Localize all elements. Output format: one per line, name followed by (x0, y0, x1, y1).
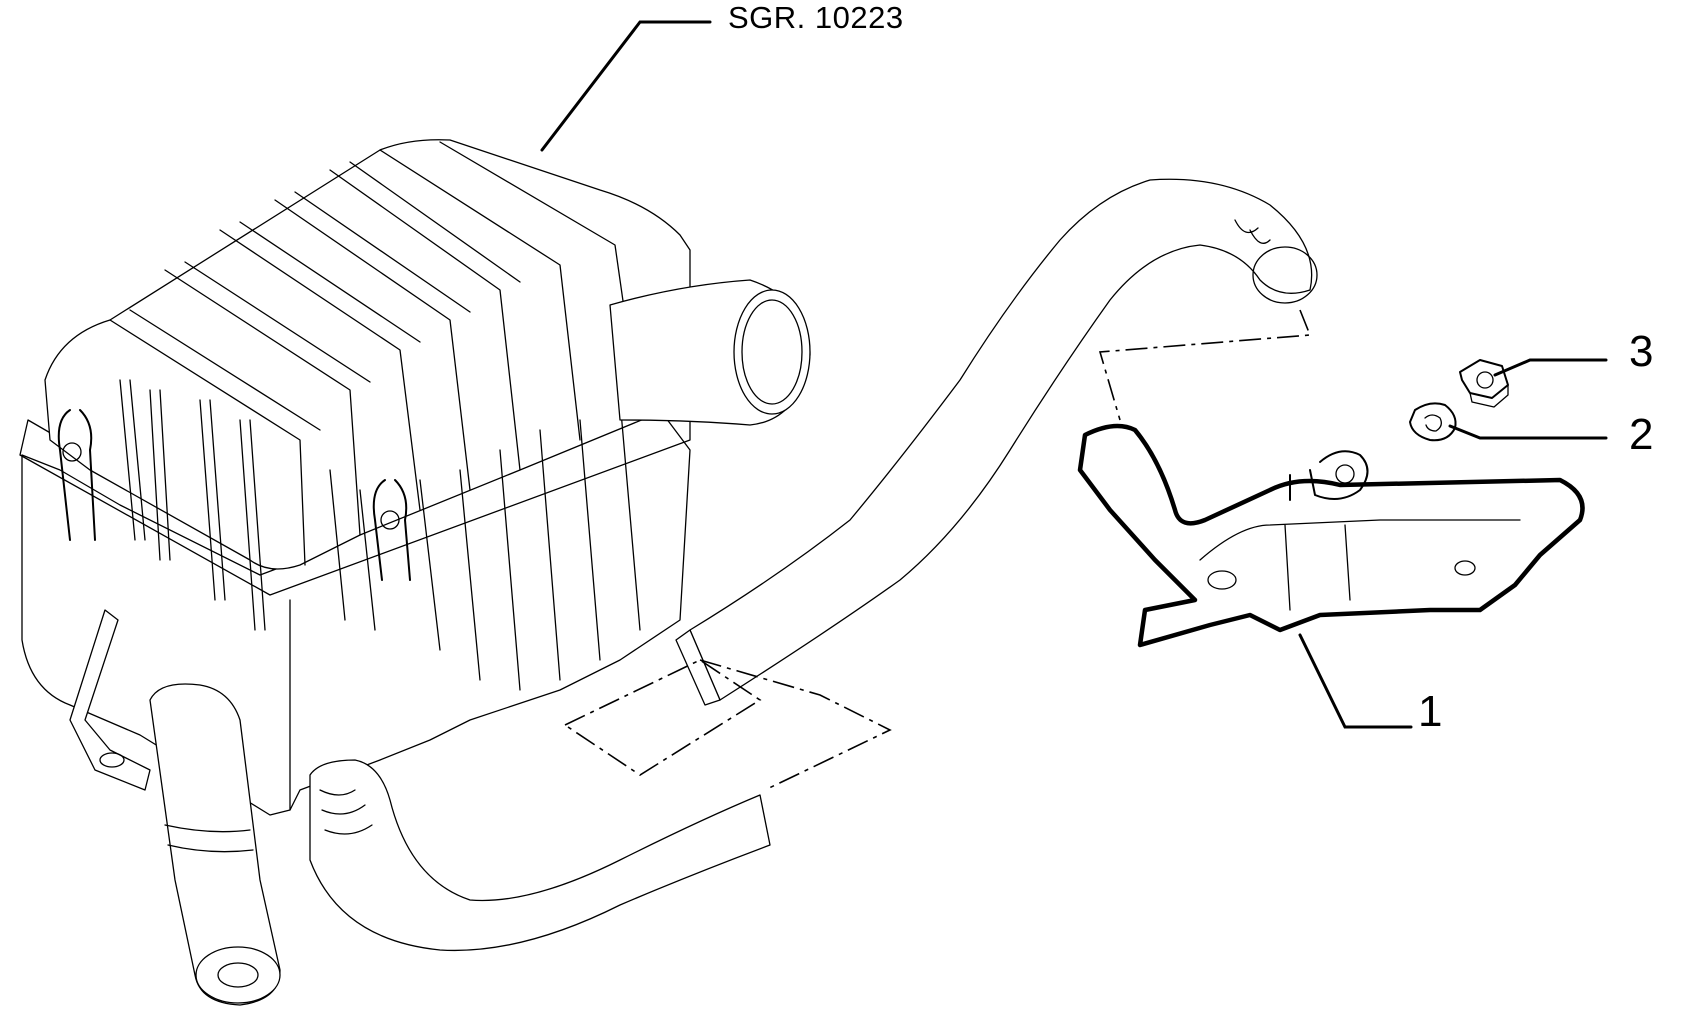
washer-part (1409, 402, 1457, 442)
reference-label: SGR. 10223 (728, 0, 904, 35)
assembly-line (699, 659, 892, 791)
part-number-1: 1 (1418, 687, 1443, 736)
leader-line-2 (1448, 424, 1608, 440)
bracket-part (1077, 423, 1585, 648)
leader-line-3 (1493, 358, 1608, 377)
leader-line-1 (1298, 633, 1413, 729)
assembly-line (563, 659, 762, 776)
assembly-line (1098, 309, 1312, 421)
intake-hose (309, 178, 1318, 952)
part-number-3: 3 (1629, 327, 1654, 376)
part-number-2: 2 (1629, 410, 1654, 459)
air-filter-housing (19, 139, 811, 1006)
leader-line-reference (540, 20, 712, 152)
nut-part (1459, 359, 1509, 408)
